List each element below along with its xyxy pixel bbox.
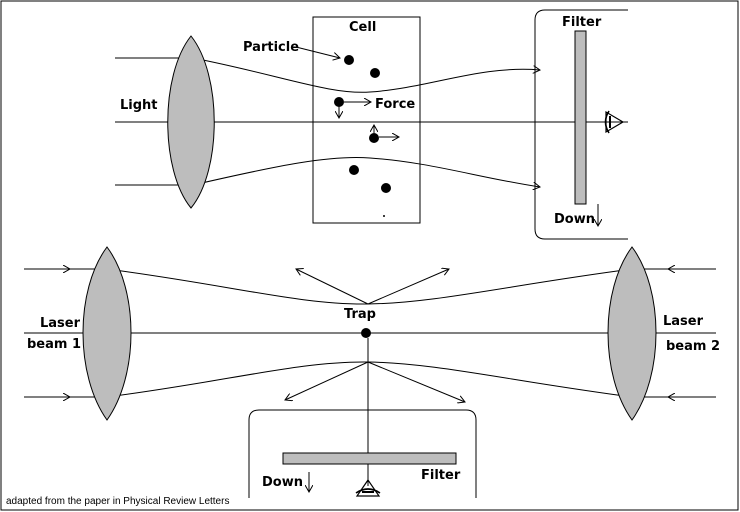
bottom-setup: Laser beam 1 Laser beam 2 Trap Filter Do… (24, 246, 720, 498)
particle (381, 183, 391, 193)
laser1-label-line2: beam 1 (27, 337, 81, 352)
top-filter-plate (574, 30, 587, 205)
particle-label: Particle (243, 40, 299, 55)
scatter-ray (285, 361, 369, 400)
right-lens (607, 246, 657, 421)
top-filter-enclosure (534, 9, 628, 240)
top-down-label: Down (554, 212, 595, 227)
scatter-ray (367, 361, 465, 402)
lower-beam-envelope (106, 361, 633, 398)
particle (349, 165, 359, 175)
upper-beam-envelope (106, 268, 633, 305)
particle (369, 133, 379, 143)
eye-icon (355, 478, 381, 497)
scatter-ray (367, 269, 449, 305)
top-upper-ray (115, 57, 540, 93)
particle (334, 97, 344, 107)
bottom-filter-enclosure (248, 409, 477, 498)
top-filter-label: Filter (562, 15, 602, 30)
cell-label: Cell (349, 20, 376, 35)
cell-box (312, 16, 421, 224)
left-lens (82, 246, 132, 421)
particle-pointer-arrow (295, 46, 340, 58)
scatter-ray (296, 269, 369, 305)
laser2-label-line2: beam 2 (666, 339, 720, 354)
top-lens (167, 35, 215, 209)
bottom-down-label: Down (262, 475, 303, 490)
source-credit: adapted from the paper in Physical Revie… (6, 496, 229, 507)
particle (370, 68, 380, 78)
laser2-label-line1: Laser (663, 314, 704, 329)
top-setup: Cell Particle Light Force Filter Down (115, 9, 628, 240)
particle-small (383, 215, 385, 217)
eye-icon (604, 110, 625, 134)
particle (344, 55, 354, 65)
bottom-filter-label: Filter (421, 468, 461, 483)
force-label: Force (375, 97, 415, 112)
trap-label: Trap (344, 307, 376, 322)
bottom-filter-plate (282, 452, 457, 465)
trapped-particle (361, 328, 371, 338)
light-label: Light (120, 98, 158, 113)
top-lower-ray (115, 157, 540, 187)
laser1-label-line1: Laser (40, 316, 81, 331)
